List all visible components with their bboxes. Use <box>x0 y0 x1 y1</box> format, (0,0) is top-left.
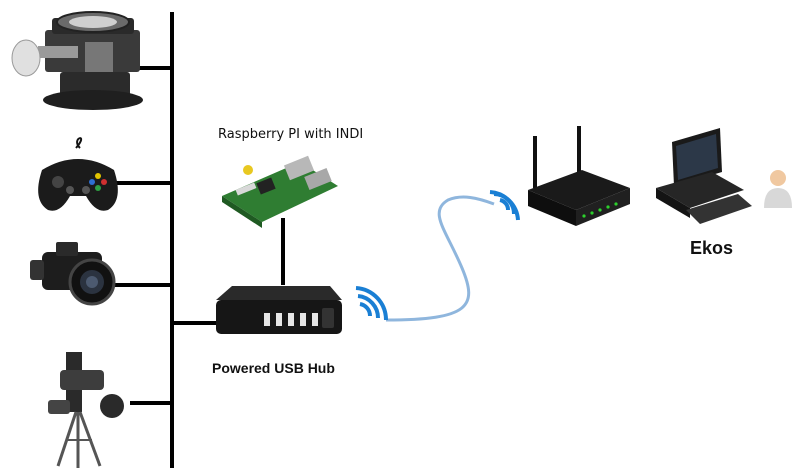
focuser-icon <box>11 11 143 110</box>
raspberry-pi-board-icon <box>222 155 338 228</box>
wifi-link-line <box>385 195 495 322</box>
usb-hub-label: Powered USB Hub <box>212 360 335 376</box>
raspberry-pi-label: Raspberry PI with INDI <box>218 127 364 142</box>
user-icon <box>764 170 792 208</box>
wifi-signal-icon-hub <box>355 286 389 321</box>
wifi-router-icon <box>528 126 630 226</box>
desktop-computer-icon <box>656 128 752 224</box>
usb-hub-icon <box>216 286 342 334</box>
wifi-signal-icon-router <box>489 190 520 221</box>
ekos-label: Ekos <box>690 238 734 258</box>
wired-bus <box>112 12 285 468</box>
wireless-link <box>355 190 520 322</box>
dslr-camera-icon <box>30 242 116 306</box>
telescope-mount-icon <box>48 352 124 468</box>
gamepad-icon <box>38 137 118 211</box>
